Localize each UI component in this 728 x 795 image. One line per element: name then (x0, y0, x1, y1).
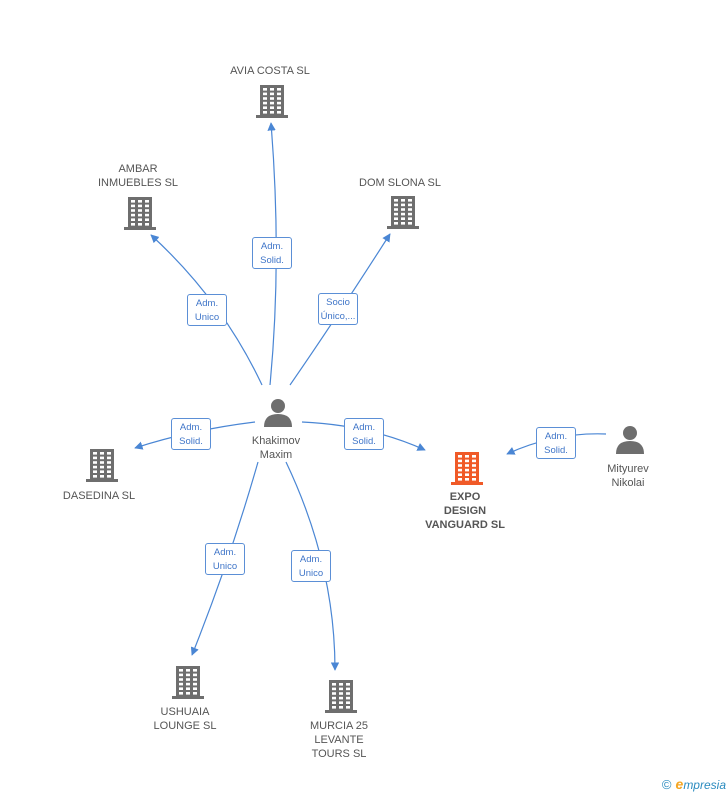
building-icon-ushuaia[interactable] (172, 666, 204, 699)
edge-label-khakimov-dom[interactable]: Socio Único,... (318, 293, 358, 325)
edge-label-khakimov-dasedina[interactable]: Adm. Solid. (171, 418, 211, 450)
building-icon-expo[interactable] (451, 452, 483, 485)
copyright-symbol: © (661, 777, 672, 792)
node-label-khakimov[interactable]: Khakimov Maxim (251, 435, 301, 461)
node-label-ushuaia[interactable]: USHUAIA LOUNGE SL (153, 706, 217, 732)
building-icon-dom[interactable] (387, 196, 419, 229)
building-icon-ambar[interactable] (124, 197, 156, 230)
node-label-expo[interactable]: EXPO DESIGN VANGUARD SL (425, 491, 505, 531)
empresia-watermark: ©empresia (662, 776, 726, 792)
edge-label-khakimov-avia[interactable]: Adm. Solid. (252, 237, 292, 269)
edge-label-khakimov-ambar[interactable]: Adm. Unico (187, 294, 227, 326)
edge-label-khakimov-ushuaia[interactable]: Adm. Unico (205, 543, 245, 575)
icons-layer (86, 85, 644, 713)
building-icon-avia[interactable] (256, 85, 288, 118)
node-label-dasedina[interactable]: DASEDINA SL (62, 490, 136, 502)
brand-rest: mpresia (683, 778, 726, 792)
node-label-mityurev[interactable]: Mityurev Nikolai (607, 463, 649, 489)
edge-label-khakimov-expo[interactable]: Adm. Solid. (344, 418, 384, 450)
building-icon-dasedina[interactable] (86, 449, 118, 482)
node-label-avia[interactable]: AVIA COSTA SL (230, 65, 310, 77)
node-label-murcia[interactable]: MURCIA 25 LEVANTE TOURS SL (309, 720, 369, 760)
edge-label-mityurev-expo[interactable]: Adm. Solid. (536, 427, 576, 459)
node-label-ambar[interactable]: AMBAR INMUEBLES SL (97, 163, 179, 189)
edge-label-khakimov-murcia[interactable]: Adm. Unico (291, 550, 331, 582)
person-icon-khakimov[interactable] (264, 399, 292, 427)
node-label-dom[interactable]: DOM SLONA SL (359, 177, 441, 189)
person-icon-mityurev[interactable] (616, 426, 644, 454)
brand-initial: e (675, 776, 684, 792)
building-icon-murcia[interactable] (325, 680, 357, 713)
edges-layer (134, 122, 607, 671)
